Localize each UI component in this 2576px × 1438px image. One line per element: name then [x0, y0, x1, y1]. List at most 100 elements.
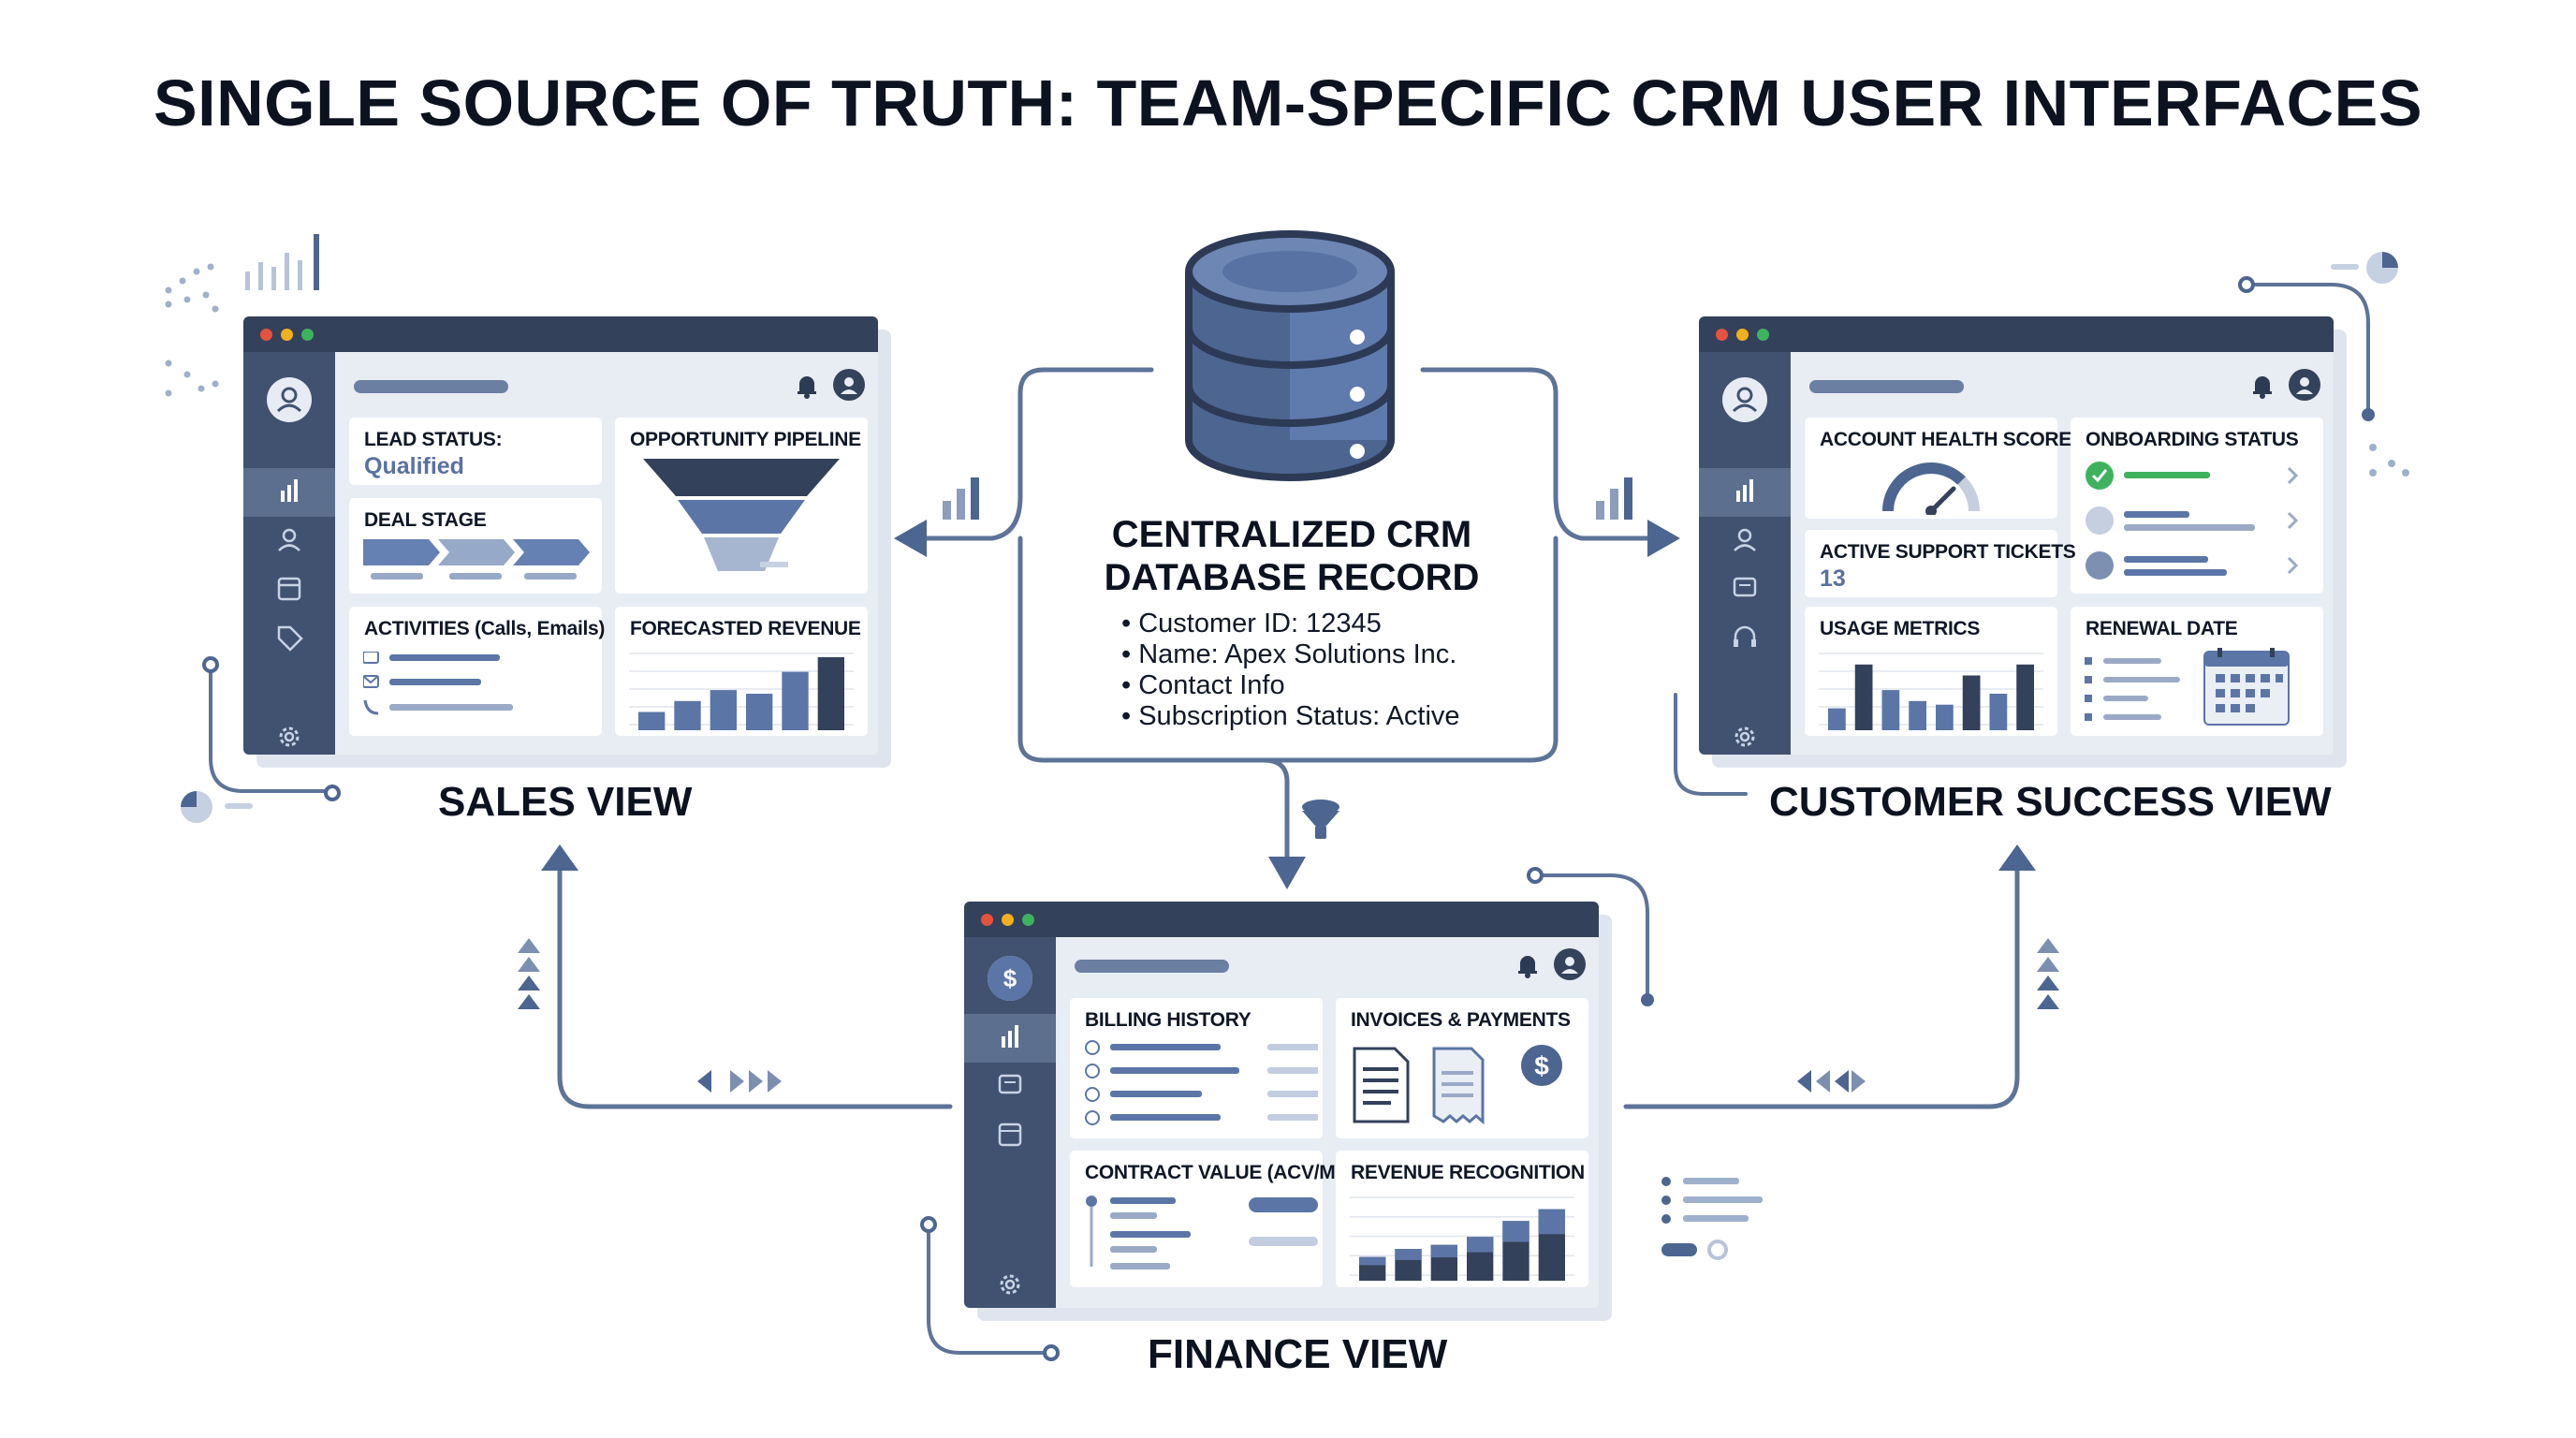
pipeline-funnel — [643, 459, 840, 571]
chart-bar-segment — [1467, 1237, 1494, 1253]
sidebar-item-settings[interactable] — [1699, 712, 1791, 755]
sidebar-item-contacts[interactable] — [243, 517, 335, 565]
maximize-dot[interactable] — [1022, 914, 1034, 926]
forecast-title: FORECASTED REVENUE — [630, 618, 861, 639]
connector-db-bottom — [1017, 536, 1559, 763]
lead-status-card[interactable]: LEAD STATUS: Qualified — [349, 418, 602, 485]
message-icon — [1733, 577, 1757, 597]
close-dot[interactable] — [260, 329, 272, 341]
renewal-date-card[interactable]: RENEWAL DATE — [2071, 607, 2323, 736]
calendar-icon — [277, 577, 301, 601]
phone-icon — [363, 699, 379, 715]
chart-bar-segment — [1502, 1221, 1530, 1242]
minimize-dot[interactable] — [1736, 329, 1749, 341]
bell-icon[interactable] — [2249, 371, 2276, 399]
sidebar-item-contacts[interactable] — [1699, 517, 1791, 565]
sidebar-item-messages[interactable] — [1699, 565, 1791, 614]
person-icon — [1734, 528, 1756, 551]
avatar[interactable] — [1554, 948, 1586, 980]
close-dot[interactable] — [1716, 329, 1728, 341]
decor-dots — [165, 263, 2409, 477]
close-dot[interactable] — [981, 914, 993, 926]
sidebar-item-analytics[interactable] — [964, 1014, 1056, 1063]
gear-icon — [1000, 1274, 1020, 1295]
database-field: Name: Apex Solutions Inc. — [1121, 639, 1460, 670]
sidebar-item-support[interactable] — [1699, 614, 1791, 663]
activities-card[interactable]: ACTIVITIES (Calls, Emails) — [349, 607, 605, 736]
support-tickets-card[interactable]: ACTIVE SUPPORT TICKETS 13 — [1805, 530, 2076, 597]
sidebar-item-messages[interactable] — [964, 1063, 1056, 1111]
user-icon[interactable] — [267, 377, 312, 422]
dollar-icon[interactable]: $ — [988, 956, 1032, 1001]
chart-bar — [710, 690, 737, 730]
tickets-value: 13 — [1820, 565, 1846, 592]
sidebar-item-settings[interactable] — [243, 712, 335, 755]
bell-icon[interactable] — [794, 371, 820, 399]
finance-main: BILLING HISTORY INVOICES & PAYMENTS — [1056, 937, 1599, 1308]
chart-bar — [1909, 700, 1926, 730]
connector-finance-to-sales — [557, 868, 953, 1109]
customer-success-window: ACCOUNT HEALTH SCORE ONBOARDING STATUS — [1699, 316, 2347, 768]
mail-icon — [363, 675, 379, 688]
database-field: Customer ID: 12345 — [1121, 609, 1460, 639]
maximize-dot[interactable] — [1757, 329, 1769, 341]
pipeline-title: OPPORTUNITY PIPELINE — [630, 429, 861, 450]
receipt-icon — [1432, 1047, 1485, 1125]
chevron-up-icons — [518, 938, 2059, 1009]
database-field: Subscription Status: Active — [1121, 701, 1459, 732]
cs-sidebar — [1699, 352, 1791, 755]
connector-db-to-cs — [1420, 367, 1664, 541]
usage-metrics-card[interactable]: USAGE METRICS — [1805, 607, 2057, 736]
sidebar-item-analytics[interactable] — [243, 468, 335, 517]
arrowhead-up-sales — [541, 844, 578, 871]
sidebar-item-analytics[interactable] — [1699, 468, 1791, 517]
minimize-dot[interactable] — [1002, 914, 1014, 926]
health-gauge — [1882, 462, 1980, 515]
user-icon[interactable] — [1722, 377, 1767, 422]
sidebar-item-calculator[interactable] — [964, 1111, 1056, 1160]
lead-status-value: Qualified — [364, 453, 464, 479]
chart-bar — [746, 694, 773, 730]
check-circle-icon — [2086, 462, 2114, 490]
chat-icon — [363, 652, 379, 664]
deal-stage-chevrons — [363, 539, 590, 580]
chart-bar — [1936, 704, 1954, 730]
page-title: SINGLE SOURCE OF TRUTH: TEAM-SPECIFIC CR… — [153, 66, 2423, 139]
invoices-payments-card[interactable]: INVOICES & PAYMENTS $ — [1336, 998, 1588, 1138]
account-health-card[interactable]: ACCOUNT HEALTH SCORE — [1805, 418, 2071, 519]
maximize-dot[interactable] — [301, 329, 314, 341]
sidebar-item-settings[interactable] — [964, 1260, 1056, 1308]
connector-finance-to-cs — [1623, 868, 2020, 1109]
opportunity-pipeline-card[interactable]: OPPORTUNITY PIPELINE — [615, 418, 868, 594]
dollar-icon: $ — [1521, 1045, 1562, 1086]
billing-history-card[interactable]: BILLING HISTORY — [1070, 998, 1323, 1138]
database-title-line1: CENTRALIZED CRM — [1111, 514, 1472, 555]
health-title: ACCOUNT HEALTH SCORE — [1820, 429, 2071, 450]
avatar[interactable] — [833, 369, 865, 401]
contract-value-card[interactable]: CONTRACT VALUE (ACV/MRR) — [1070, 1151, 1369, 1287]
deal-stage-card[interactable]: DEAL STAGE — [349, 498, 602, 594]
chart-bar-segment — [1395, 1249, 1422, 1260]
chart-bar — [674, 700, 701, 730]
sidebar-item-tags[interactable] — [243, 614, 335, 663]
bar-chart-icon — [943, 477, 1632, 520]
svg-text:$: $ — [1534, 1051, 1549, 1080]
minimize-dot[interactable] — [281, 329, 293, 341]
finance-titlebar — [964, 902, 1599, 937]
sidebar-item-calendar[interactable] — [243, 565, 335, 614]
connector-db-to-sales — [910, 367, 1154, 541]
search-bar[interactable] — [354, 380, 508, 393]
onboarding-status-card[interactable]: ONBOARDING STATUS — [2071, 418, 2323, 594]
gauge-fill — [1882, 462, 1966, 512]
revenue-title: REVENUE RECOGNITION — [1351, 1162, 1585, 1183]
revenue-recognition-card[interactable]: REVENUE RECOGNITION — [1336, 1151, 1588, 1287]
forecasted-revenue-card[interactable]: FORECASTED REVENUE — [615, 607, 868, 736]
bell-icon[interactable] — [1515, 950, 1541, 978]
search-bar[interactable] — [1075, 960, 1229, 973]
sales-window: LEAD STATUS: Qualified DEAL STAGE OPPORT… — [243, 316, 891, 768]
avatar[interactable] — [2289, 369, 2320, 401]
chart-bar — [1881, 690, 1900, 730]
chart-bar — [1854, 664, 1873, 730]
database-field: Contact Info — [1121, 670, 1460, 701]
search-bar[interactable] — [1809, 380, 1964, 393]
